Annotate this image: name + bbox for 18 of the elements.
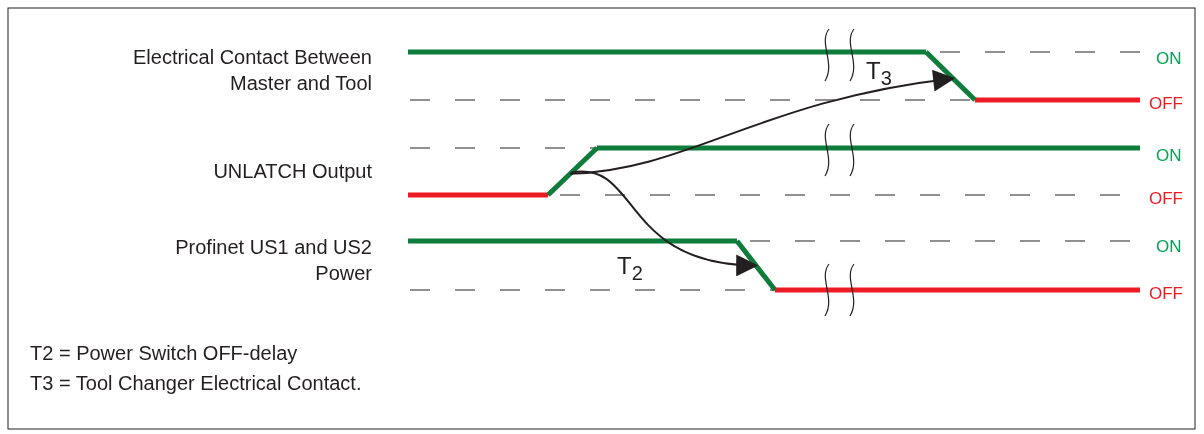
arrow	[569, 70, 956, 175]
edge-label: T$_{2}$	[617, 253, 643, 286]
arrow	[570, 170, 759, 276]
state-label: ON	[1156, 236, 1182, 258]
signal-edge	[735, 239, 777, 292]
edge-label: T$_{3}$	[866, 58, 892, 91]
state-label: OFF	[1149, 188, 1183, 210]
note-text: T3 = Tool Changer Electrical Contact.	[30, 371, 362, 396]
signal-name: Electrical Contact Between Master and Tool	[132, 45, 372, 96]
signal-name: Profinet US1 and US2 Power	[174, 235, 372, 286]
note-text: T2 = Power Switch OFF-delay	[30, 341, 298, 366]
signal-name: UNLATCH Output	[212, 159, 372, 184]
state-label: OFF	[1149, 93, 1183, 115]
state-label: ON	[1156, 48, 1182, 70]
signal-edge	[924, 50, 977, 102]
signal-edge	[546, 146, 599, 197]
state-label: ON	[1156, 145, 1182, 167]
state-label: OFF	[1149, 283, 1183, 305]
